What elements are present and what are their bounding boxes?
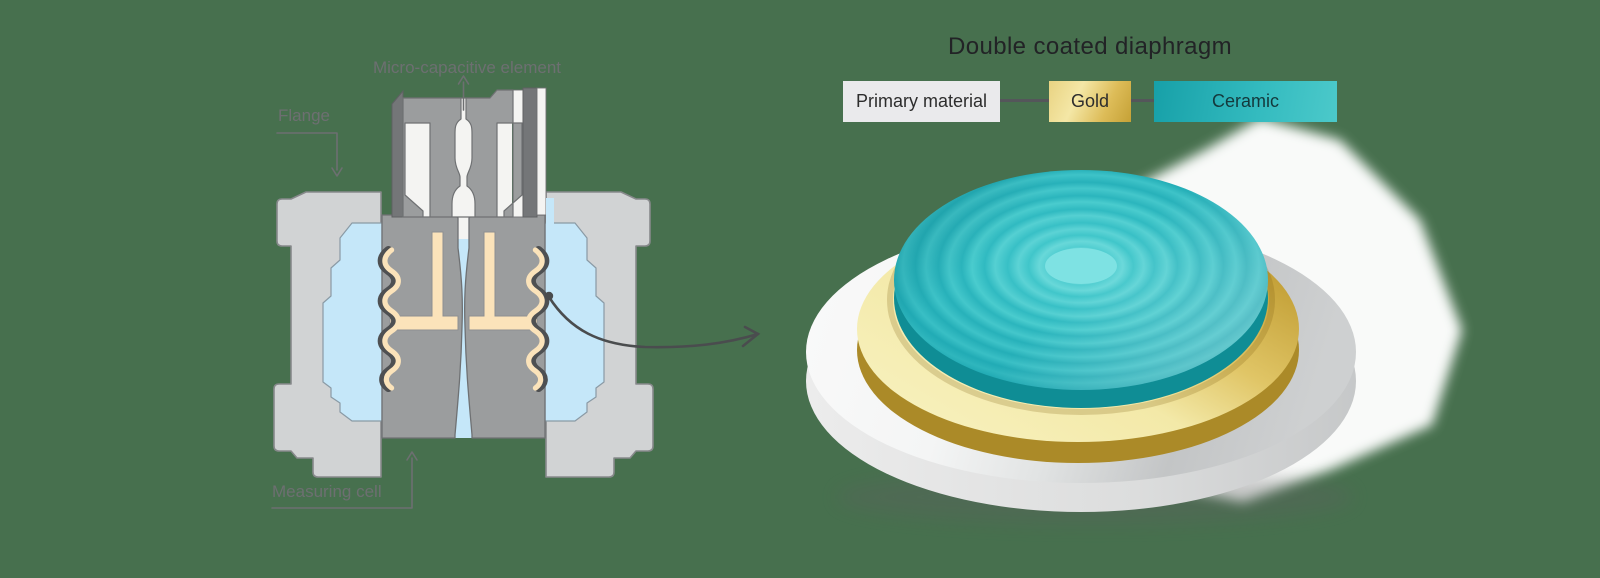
label-measuring-cell: Measuring cell	[272, 482, 382, 501]
ceramic-diaphragm	[894, 170, 1268, 408]
separating-diaphragm-right	[526, 246, 550, 392]
legend-primary-material: Primary material	[843, 81, 1000, 122]
fill-fluid-left	[322, 222, 383, 422]
legend-primary-material-label: Primary material	[855, 91, 988, 111]
flange-right	[544, 191, 654, 478]
micro-arrowhead	[457, 75, 470, 85]
legend-gold-label: Gold	[1070, 91, 1110, 111]
element-body	[402, 89, 523, 218]
flange-leader	[276, 132, 338, 171]
fill-fluid-right	[544, 222, 605, 422]
diagram-title: Double coated diaphragm	[947, 33, 1233, 60]
legend-connector-1	[1000, 99, 1049, 102]
label-micro-capacitive: Micro-capacitive element	[373, 58, 561, 77]
micro-capacitive-element	[391, 87, 554, 224]
label-flange: Flange	[278, 106, 330, 125]
flange-left	[273, 191, 383, 478]
legend-gold: Gold	[1049, 81, 1131, 122]
oil-channels	[389, 231, 538, 331]
ceramic-center-plateau	[1045, 248, 1117, 284]
element-white-sliver	[536, 87, 547, 216]
capillary-slit-top	[457, 213, 470, 239]
separating-diaphragm-left	[377, 246, 401, 392]
legend-ceramic-label: Ceramic	[1211, 91, 1279, 111]
detail-pointer-arrow	[544, 291, 761, 349]
element-blue-sliver	[546, 198, 554, 224]
flange-arrowhead	[331, 167, 343, 177]
legend-connector-2	[1131, 99, 1154, 102]
legend-ceramic: Ceramic	[1154, 81, 1337, 122]
measuring-arrowhead	[406, 451, 418, 461]
leader-lines	[271, 75, 470, 509]
measuring-leader	[271, 457, 413, 509]
